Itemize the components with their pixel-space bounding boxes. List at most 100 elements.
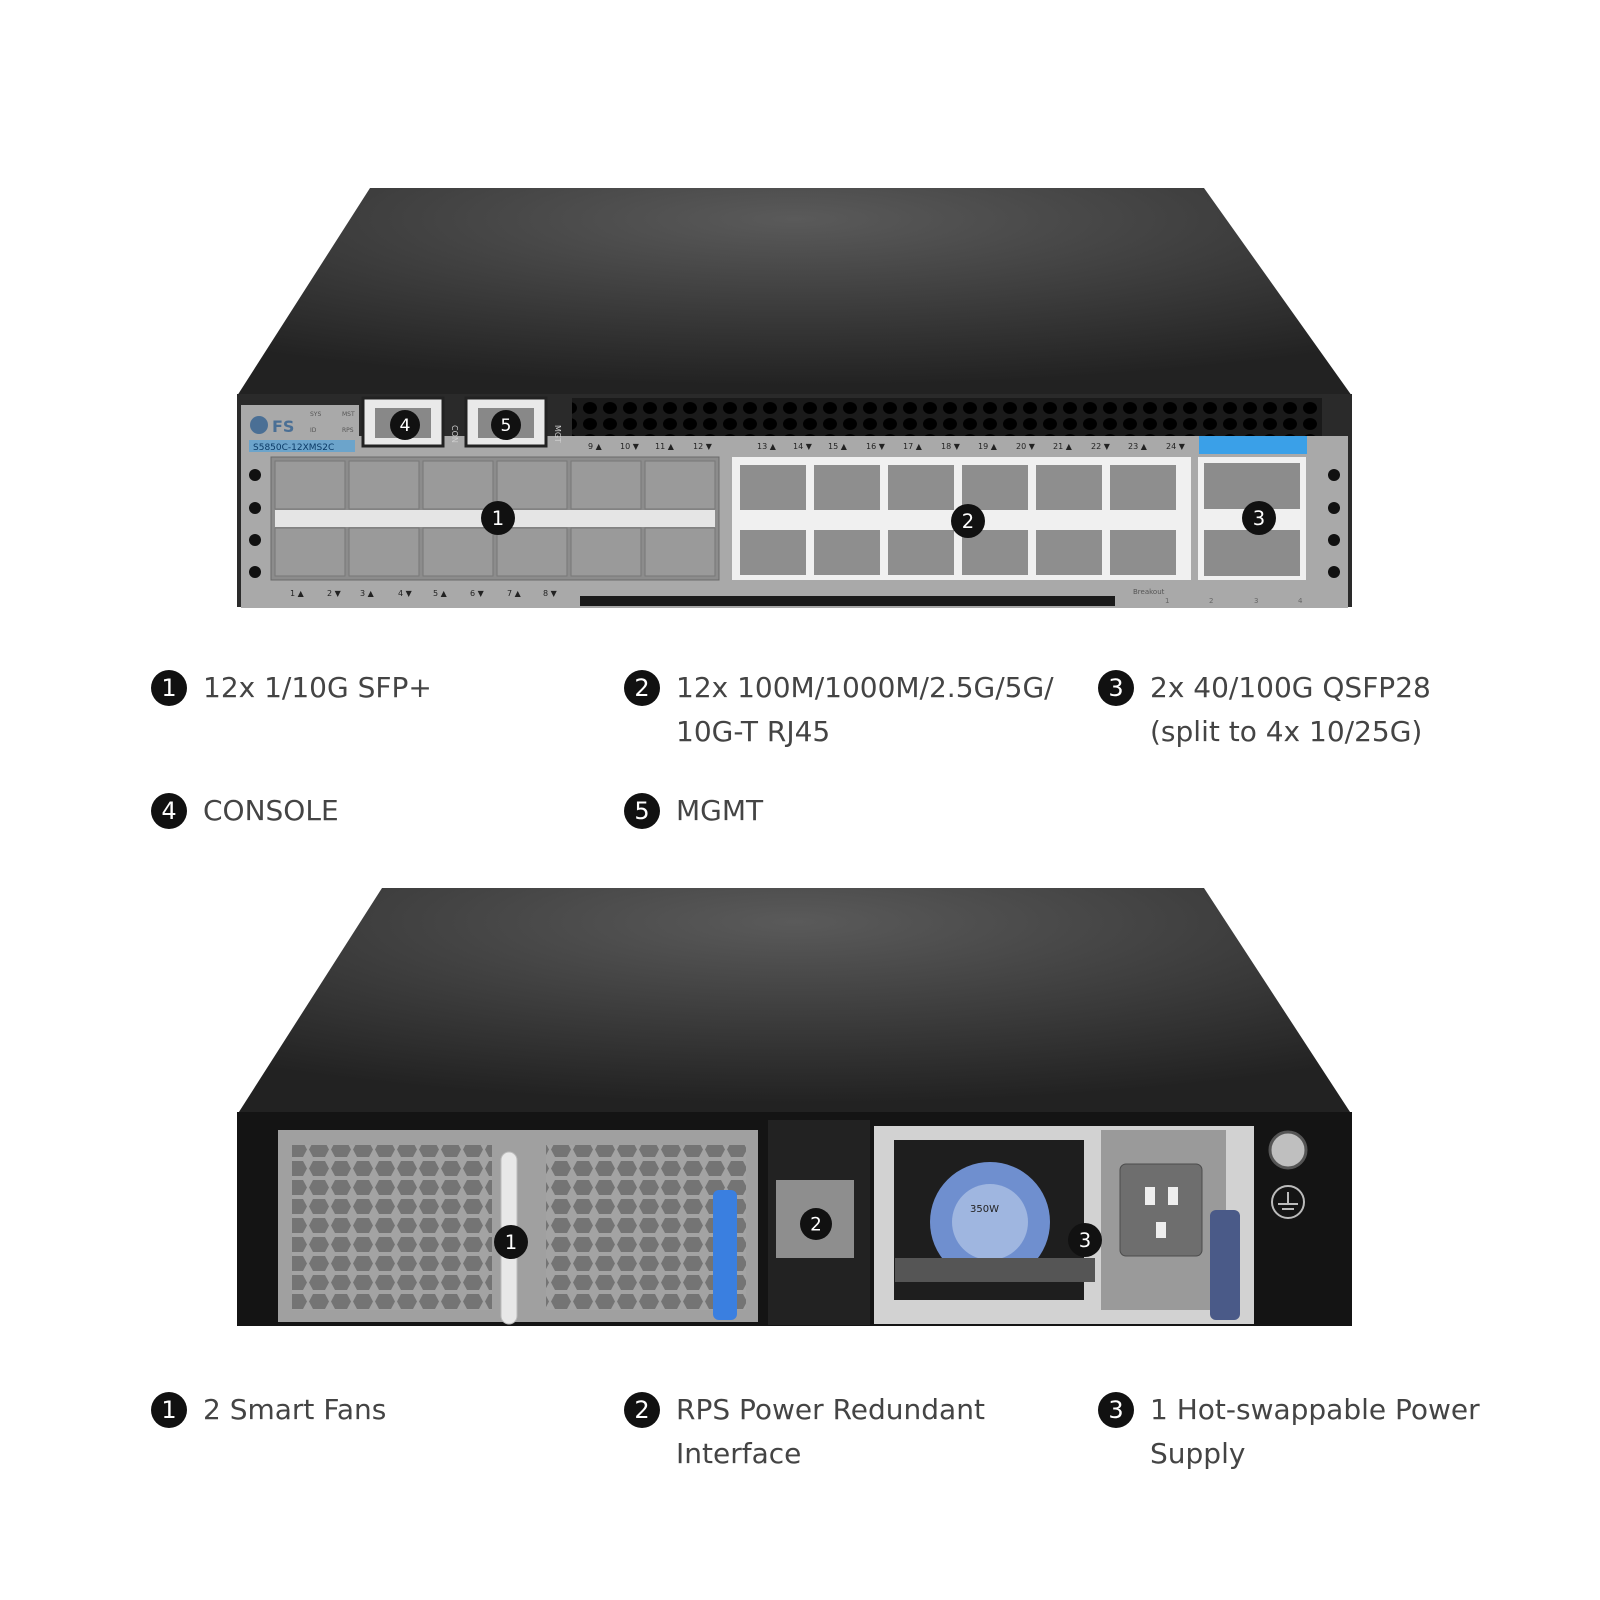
led-label-sys: SYS (310, 411, 321, 418)
port-number-label: 20 ▼ (1016, 442, 1036, 451)
port-number-label: 18 ▼ (941, 442, 961, 451)
sfp-port (274, 460, 346, 510)
port-number-label: 16 ▼ (866, 442, 886, 451)
ac-inlet (1119, 1163, 1203, 1257)
callout-3: 3 (1242, 501, 1276, 535)
led-label-mst: MST (342, 411, 355, 418)
sfp-port (496, 527, 568, 577)
bottom-port-labels: 1 ▲2 ▼3 ▲4 ▼5 ▲6 ▼7 ▲8 ▼ (290, 589, 558, 598)
legend-number-badge: 1 (151, 670, 187, 706)
port-number-label: 24 ▼ (1166, 442, 1186, 451)
rj45-port (962, 465, 1028, 510)
psu-fan-label: 350W (970, 1204, 999, 1215)
port-number-label: 6 ▼ (470, 589, 485, 598)
svg-text:3: 3 (1253, 507, 1265, 530)
legend-number-badge: 2 (624, 670, 660, 706)
rack-screw (1328, 566, 1340, 578)
callout-2: 2 (951, 504, 985, 538)
front-legend-item-1: 1 12x 1/10G SFP+ (151, 666, 432, 710)
callout-3: 3 (1068, 1223, 1102, 1257)
svg-text:4: 4 (400, 416, 411, 436)
breakout-number: 3 (1254, 597, 1258, 605)
model-label: S5850C-12XMS2C (253, 443, 334, 453)
psu-handle (895, 1258, 1095, 1282)
legend-text: 12x 1/10G SFP+ (203, 671, 432, 704)
rack-screw (249, 534, 261, 546)
svg-text:2: 2 (962, 510, 974, 533)
legend-text: CONSOLE (203, 794, 339, 827)
port-number-label: 21 ▲ (1053, 442, 1073, 451)
rack-screw (249, 469, 261, 481)
sfp-port (274, 527, 346, 577)
rack-screws (249, 469, 1340, 578)
rj45-port (814, 465, 880, 510)
sfp-port (422, 460, 494, 510)
legend-number-badge: 5 (624, 793, 660, 829)
port-number-label: 22 ▼ (1091, 442, 1111, 451)
legend-number-badge: 4 (151, 793, 187, 829)
sfp-ports (274, 460, 716, 577)
port-number-label: 3 ▲ (360, 589, 375, 598)
svg-text:5: 5 (501, 416, 512, 436)
chassis-top (237, 188, 1352, 396)
legend-text: 2x 40/100G QSFP28 (split to 4x 10/25G) (1150, 671, 1431, 748)
callout-5: 5 (491, 410, 521, 440)
legend-text: RPS Power Redundant Interface (676, 1393, 985, 1470)
qsfp-label-bar (1199, 436, 1307, 454)
vent-grille (572, 398, 1322, 436)
sfp-port (496, 460, 568, 510)
port-number-label: 13 ▲ (757, 442, 777, 451)
port-number-label: 23 ▲ (1128, 442, 1148, 451)
rack-screw (249, 566, 261, 578)
sfp-port (644, 527, 716, 577)
port-number-label: 15 ▲ (828, 442, 848, 451)
breakout-label: Breakout (1133, 588, 1165, 596)
rj45-port (888, 465, 954, 510)
qsfp-port-top (1204, 463, 1300, 509)
rj45-port (740, 530, 806, 575)
rack-screw (1328, 502, 1340, 514)
bottom-vent (580, 596, 1115, 606)
front-legend-item-3: 3 2x 40/100G QSFP28 (split to 4x 10/25G) (1098, 666, 1431, 754)
front-legend-item-2: 2 12x 100M/1000M/2.5G/5G/ 10G-T RJ45 (624, 666, 1054, 754)
brand-label: FS (272, 417, 294, 436)
svg-text:3: 3 (1079, 1229, 1091, 1252)
port-tag-mgt: MGT (553, 425, 562, 443)
front-callouts: 1 2 3 4 5 (390, 410, 1276, 538)
callout-1: 1 (481, 501, 515, 535)
callout-1: 1 (494, 1225, 528, 1259)
breakout-number: 2 (1209, 597, 1213, 605)
rear-panel-illustration: 350W 1 2 3 (237, 888, 1352, 1326)
svg-text:1: 1 (492, 507, 504, 530)
rj45-port (814, 530, 880, 575)
callout-4: 4 (390, 410, 420, 440)
port-tag-con: CON (450, 425, 459, 443)
fan-tray-latch (713, 1190, 737, 1320)
port-number-label: 9 ▲ (588, 442, 603, 451)
legend-number-badge: 3 (1098, 1392, 1134, 1428)
fs-logo-icon (250, 416, 268, 434)
callout-2: 2 (800, 1208, 832, 1240)
fan-grille-right (546, 1145, 746, 1310)
port-number-label: 7 ▲ (507, 589, 522, 598)
breakout-number: 1 (1165, 597, 1169, 605)
fan-grille-left (292, 1145, 492, 1310)
rj45-port (1036, 465, 1102, 510)
rj45-ports (740, 465, 1176, 575)
rear-legend-item-2: 2 RPS Power Redundant Interface (624, 1388, 985, 1476)
rj45-port (740, 465, 806, 510)
chassis-top (237, 888, 1352, 1115)
port-number-label: 11 ▲ (655, 442, 675, 451)
top-port-labels: 9 ▲10 ▼11 ▲12 ▼13 ▲14 ▼15 ▲16 ▼17 ▲18 ▼1… (588, 442, 1302, 451)
legend-text: 12x 100M/1000M/2.5G/5G/ 10G-T RJ45 (676, 671, 1054, 748)
led-label-id: ID (310, 427, 317, 434)
rj45-port (1110, 530, 1176, 575)
legend-number-badge: 2 (624, 1392, 660, 1428)
sfp-port (644, 460, 716, 510)
rj45-port (1036, 530, 1102, 575)
rj45-port (888, 530, 954, 575)
svg-text:2: 2 (810, 1214, 822, 1235)
